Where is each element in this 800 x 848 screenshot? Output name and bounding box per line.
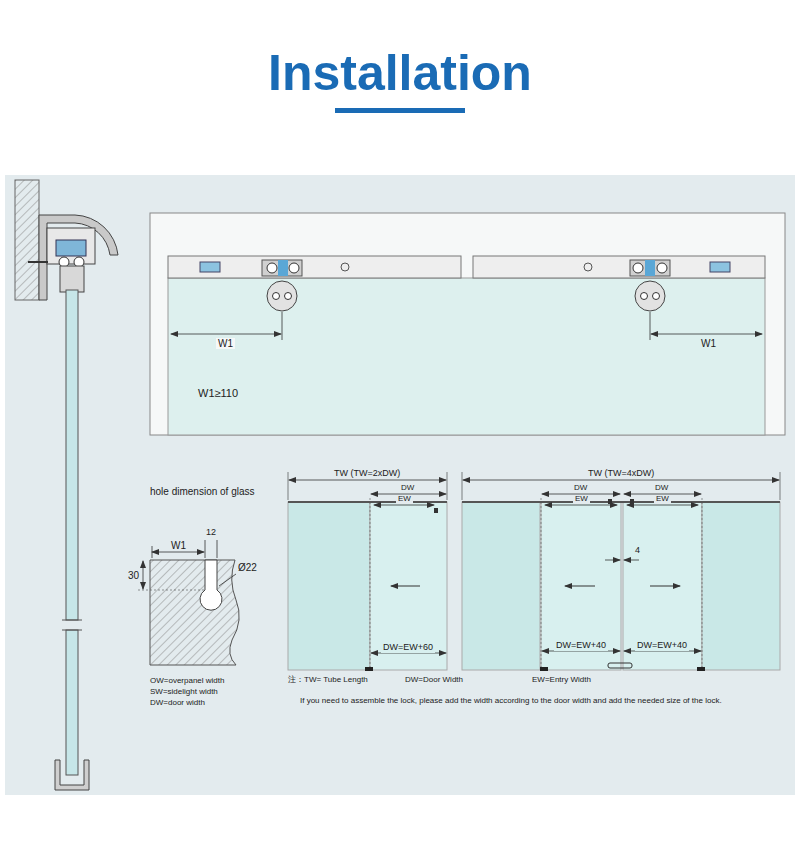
dimension-label: DW=EW+60	[381, 643, 435, 653]
four-panel-layout	[462, 472, 780, 671]
door-elevation	[150, 213, 785, 435]
dimension-label: DW	[653, 484, 670, 493]
detail-heading: hole dimension of glass	[150, 486, 255, 497]
dimension-label: 12	[204, 528, 218, 538]
hole-detail	[138, 540, 239, 665]
lock-note: If you need to assemble the lock, please…	[300, 697, 722, 706]
title-underline	[335, 108, 465, 113]
abbreviation-note: DW=door width	[150, 699, 205, 708]
dimension-label: W1	[699, 338, 718, 349]
abbreviation-note: 注：TW= Tube Length	[288, 676, 368, 685]
abbreviation-note: OW=overpanel width	[150, 677, 224, 686]
abbreviation-note: SW=sidelight width	[150, 688, 218, 697]
dimension-label: DW	[572, 484, 589, 493]
dimension-label: 4	[635, 546, 640, 556]
abbreviation-note: EW=Entry Width	[532, 676, 591, 685]
dimension-label: DW=EW+40	[635, 641, 689, 651]
dimension-label: TW (TW=4xDW)	[586, 469, 656, 479]
dimension-label: EW	[573, 495, 590, 504]
dimension-label: TW (TW=2xDW)	[332, 469, 402, 479]
two-panel-layout	[288, 472, 447, 671]
dimension-label: EW	[396, 495, 413, 504]
dimension-label: W1	[169, 540, 188, 551]
dimension-label: Ø22	[238, 562, 257, 573]
dimension-label: W1	[216, 338, 235, 349]
dimension-note: W1≥110	[198, 387, 238, 399]
dimension-label: 30	[128, 570, 139, 581]
dimension-label: EW	[654, 495, 671, 504]
panel-ground	[5, 175, 795, 795]
abbreviation-note: DW=Door Width	[405, 676, 463, 685]
dimension-label: DW	[399, 484, 416, 493]
dimension-label: DW=EW+40	[554, 641, 608, 651]
section-profile	[15, 180, 118, 790]
page-title: Installation	[268, 48, 532, 98]
